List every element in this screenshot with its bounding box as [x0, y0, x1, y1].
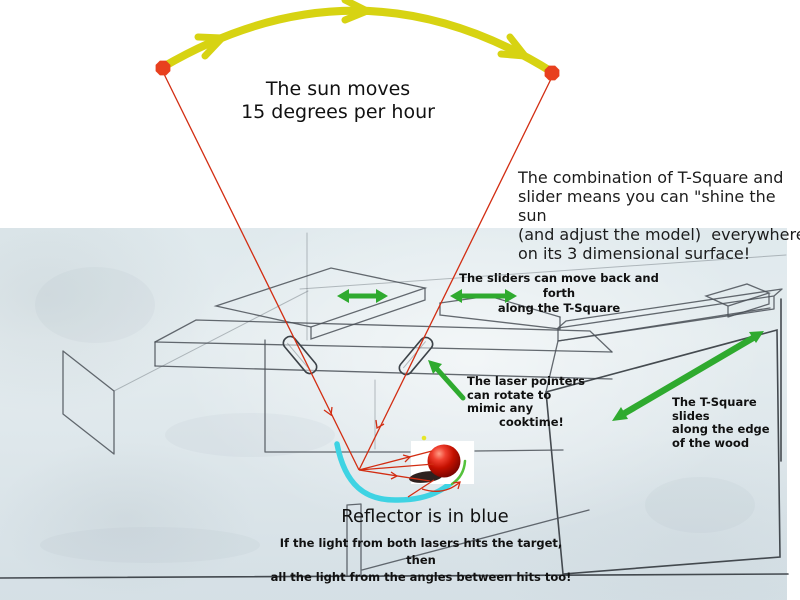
laser-pointers-note: The laser pointers can rotate to mimic a… — [467, 374, 585, 429]
sliders-note: The sliders can move back and forth alon… — [459, 271, 659, 315]
sun-dot-left — [155, 60, 171, 76]
reflector-title: Reflector is in blue — [341, 506, 509, 527]
laser-beam-right — [358, 78, 552, 471]
target-ball — [427, 444, 461, 478]
slider-left — [282, 335, 318, 375]
tsquare-note: The T-Square slides along the edge of th… — [672, 395, 770, 450]
arrow-sliders-right — [450, 289, 517, 303]
arrow-tsquare-slide — [612, 331, 764, 421]
laser-beam-left — [163, 73, 360, 471]
arc-arrowhead-right — [497, 33, 529, 60]
target-note: If the light from both lasers hits the t… — [270, 536, 572, 584]
reflected-rays — [358, 450, 435, 498]
yellow-dot — [421, 435, 427, 441]
scanned-sketch-paper — [0, 228, 787, 600]
arc-arrowhead-middle — [341, 0, 371, 24]
pencil-sketch — [0, 232, 789, 579]
arc-arrowhead-left — [194, 33, 226, 60]
arrow-laser-pointer — [428, 360, 466, 401]
sun-caption: The sun moves 15 degrees per hour — [241, 78, 435, 123]
sun-path-arc — [159, 0, 556, 76]
arrow-sliders-left — [337, 289, 388, 303]
paper-smudges — [35, 267, 755, 563]
target-ball-image — [409, 441, 474, 492]
slider-right — [398, 336, 434, 376]
sun-dot-right — [544, 65, 560, 81]
combination-note: The combination of T-Square and slider m… — [518, 168, 800, 263]
